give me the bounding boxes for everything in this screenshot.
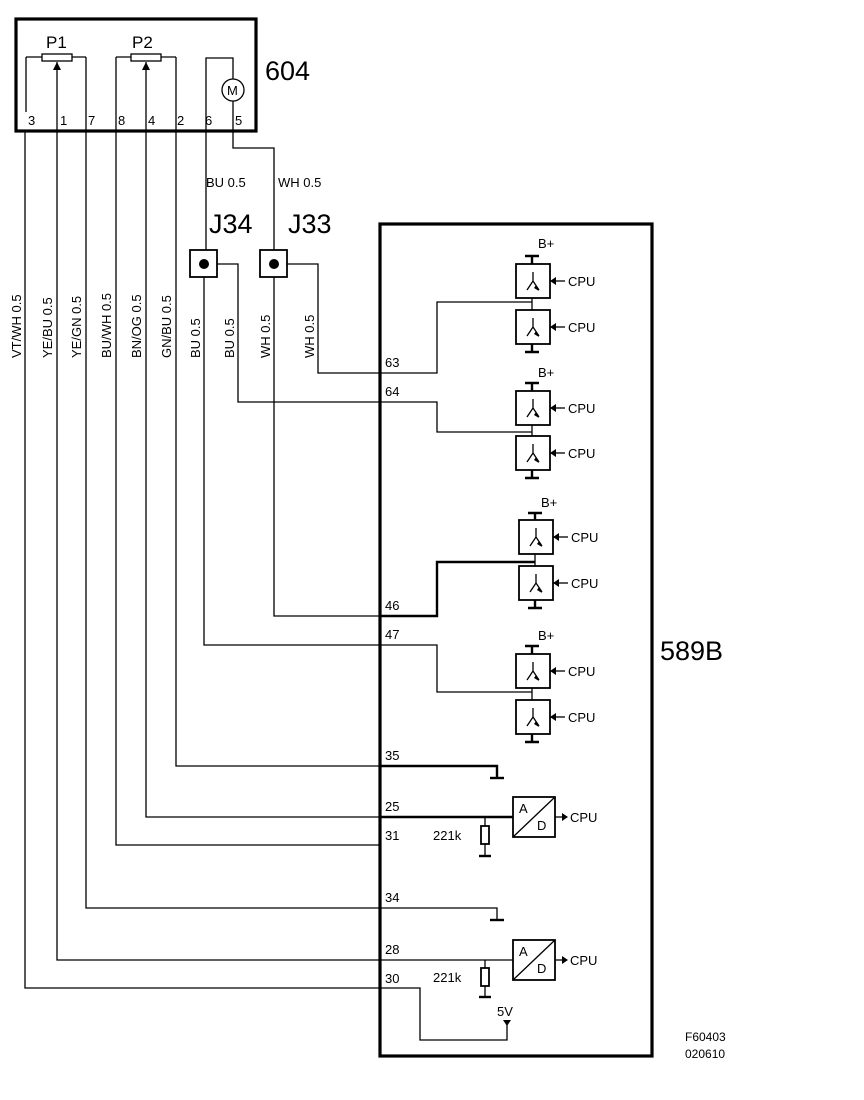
cpu-label-adc1: CPU [570, 810, 597, 825]
resistor-221k-1 [480, 825, 490, 845]
cpu-label-2b: CPU [568, 446, 595, 461]
junction-j33-label: J33 [288, 209, 332, 239]
cpu-label-4b: CPU [568, 710, 595, 725]
wire-harness [24, 62, 508, 1041]
pin-589b-63: 63 [385, 355, 399, 370]
wire-label-bu-2: BU 0.5 [222, 318, 237, 358]
wire-label-vt-wh: VT/WH 0.5 [9, 294, 24, 358]
adc-converter-2: A D CPU [512, 939, 597, 981]
pin-589b-47: 47 [385, 627, 399, 642]
cpu-label-4a: CPU [568, 664, 595, 679]
wire-label-gn-bu: GN/BU 0.5 [159, 295, 174, 358]
bplus-label-2: B+ [538, 365, 554, 380]
pin-589b-25: 25 [385, 799, 399, 814]
half-bridge-4: B+ CPU CPU [515, 628, 595, 744]
pin-604-8: 8 [118, 113, 125, 128]
supply-5v: 5V [497, 1004, 513, 1026]
component-604-label: 604 [265, 56, 310, 86]
potentiometer-p2: P2 [115, 33, 177, 112]
supply-5v-label: 5V [497, 1004, 513, 1019]
bplus-label-4: B+ [538, 628, 554, 643]
junction-j34: J34 [189, 209, 253, 278]
pin-604-3: 3 [28, 113, 35, 128]
motor: M [205, 57, 245, 112]
cpu-label-2a: CPU [568, 401, 595, 416]
wire-label-bn-og: BN/OG 0.5 [129, 294, 144, 358]
pin-589b-35: 35 [385, 748, 399, 763]
cpu-label-adc2: CPU [570, 953, 597, 968]
pin-604-7: 7 [88, 113, 95, 128]
pin-589b-34: 34 [385, 890, 399, 905]
figure-date: 020610 [685, 1047, 725, 1061]
potentiometer-p1: P1 [25, 33, 87, 112]
junction-j34-label: J34 [209, 209, 253, 239]
wire-label-wh-top: WH 0.5 [278, 175, 321, 190]
wire-label-wh-1: WH 0.5 [258, 315, 273, 358]
half-bridge-3: B+ CPU CPU [518, 495, 598, 610]
wire-label-bu-1: BU 0.5 [188, 318, 203, 358]
control-unit-589b-box [378, 222, 654, 1058]
resistor-221k-2-label: 221k [433, 970, 462, 985]
pin-604-4: 4 [148, 113, 155, 128]
resistor-221k-2 [480, 967, 490, 987]
cpu-label-1b: CPU [568, 320, 595, 335]
half-bridge-1: B+ CPU CPU [515, 236, 595, 354]
cpu-label-3a: CPU [571, 530, 598, 545]
resistor-221k-1-label: 221k [433, 828, 462, 843]
junction-j33: J33 [259, 209, 332, 278]
adc-converter-1: A D CPU [512, 796, 597, 838]
half-bridge-2: B+ CPU CPU [515, 365, 595, 480]
cpu-label-1a: CPU [568, 274, 595, 289]
pin-589b-30: 30 [385, 971, 399, 986]
pin-589b-64: 64 [385, 384, 399, 399]
pin-589b-46: 46 [385, 598, 399, 613]
internal-wiring [380, 301, 535, 997]
p1-label: P1 [46, 33, 67, 52]
wire-label-wh-2: WH 0.5 [302, 315, 317, 358]
bplus-label-3: B+ [541, 495, 557, 510]
pin-589b-28: 28 [385, 942, 399, 957]
cpu-label-3b: CPU [571, 576, 598, 591]
adc1-a-label: A [519, 801, 528, 816]
motor-label: M [227, 83, 238, 98]
pin-604-6: 6 [205, 113, 212, 128]
wire-label-ye-gn: YE/GN 0.5 [69, 296, 84, 358]
bplus-label-1: B+ [538, 236, 554, 251]
pin-604-1: 1 [60, 113, 67, 128]
wire-label-bu-top: BU 0.5 [206, 175, 246, 190]
p2-label: P2 [132, 33, 153, 52]
adc1-d-label: D [537, 818, 546, 833]
control-unit-589b-label: 589B [660, 636, 723, 666]
figure-code: F60403 [685, 1030, 726, 1044]
pin-604-5: 5 [235, 113, 242, 128]
wire-label-ye-bu: YE/BU 0.5 [40, 297, 55, 358]
pin-604-2: 2 [177, 113, 184, 128]
adc2-d-label: D [537, 961, 546, 976]
adc2-a-label: A [519, 944, 528, 959]
component-604-box [14, 17, 258, 133]
wire-label-bu-wh: BU/WH 0.5 [99, 293, 114, 358]
pin-589b-31: 31 [385, 828, 399, 843]
